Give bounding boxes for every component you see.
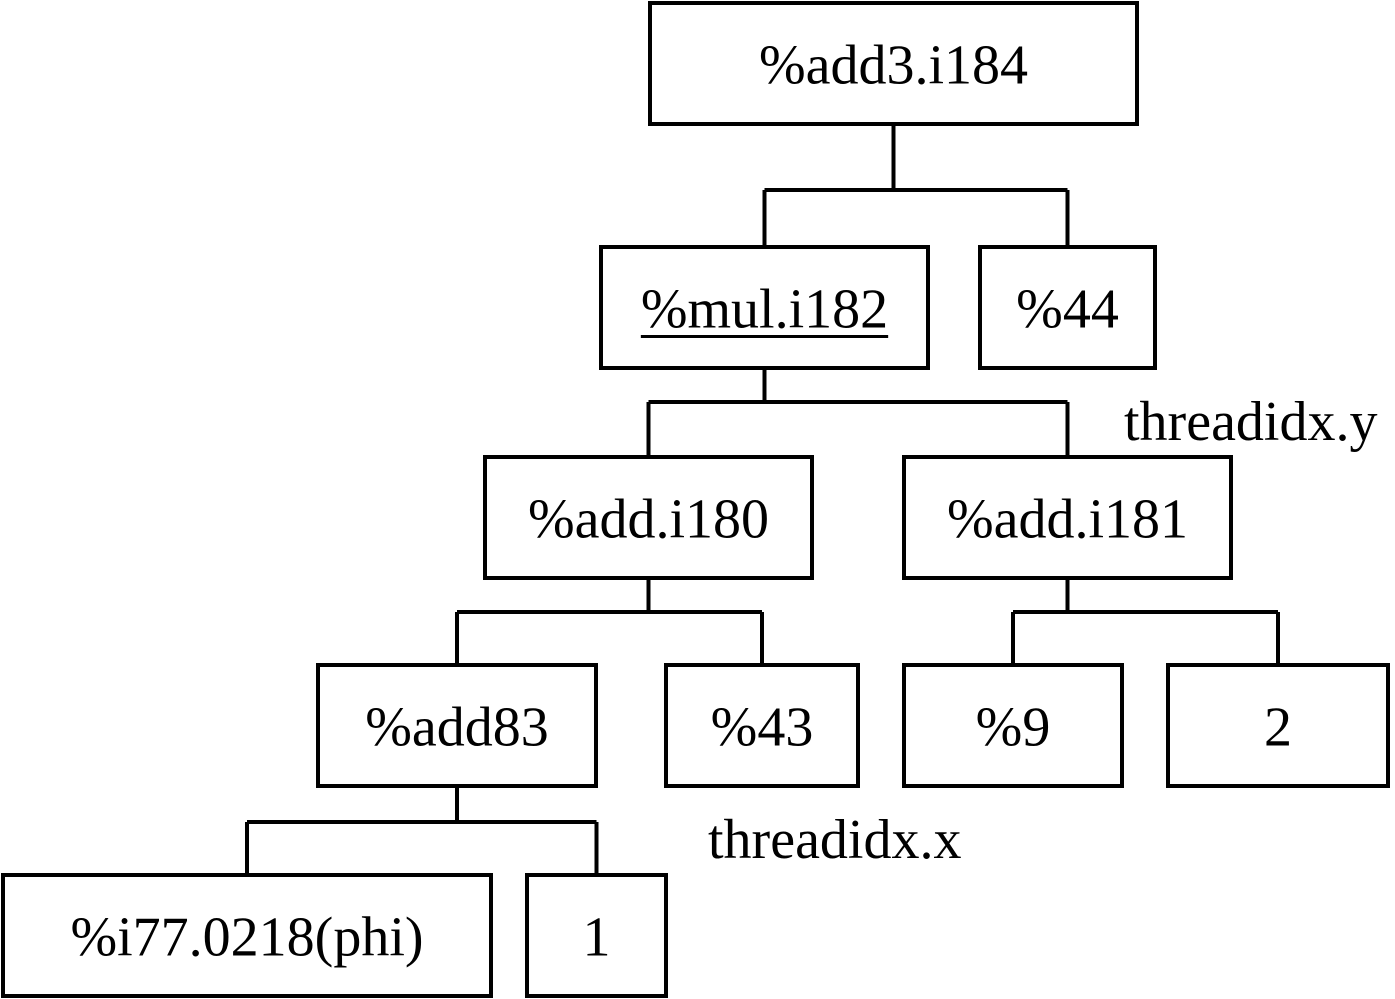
node-box <box>316 663 598 788</box>
node-box <box>483 455 814 580</box>
node-box <box>664 663 860 788</box>
node-label: 1 <box>583 907 611 969</box>
node-label: %44 <box>1016 279 1119 341</box>
node-add83: %add83 <box>316 663 598 788</box>
node-label: %add3.i184 <box>759 35 1028 97</box>
node-label: %9 <box>976 697 1051 759</box>
node-add3-i184: %add3.i184 <box>648 1 1139 126</box>
node-box <box>648 1 1139 126</box>
threadidx-y-annotation: threadidx.y <box>1124 391 1378 453</box>
node-c2: 2 <box>1166 663 1390 788</box>
node-add-i181: %add.i181 <box>902 455 1233 580</box>
node-v9: %9 <box>902 663 1124 788</box>
node-v44: %44 <box>978 245 1157 370</box>
node-mul-i182: %mul.i182 <box>599 245 930 370</box>
tree-edges <box>245 124 1280 875</box>
node-label: %mul.i182 <box>641 279 888 341</box>
node-i77-phi: %i77.0218(phi) <box>1 873 493 998</box>
node-box <box>525 873 668 998</box>
node-label: %i77.0218(phi) <box>70 907 423 969</box>
node-box <box>1166 663 1390 788</box>
node-label: %add.i181 <box>947 489 1188 551</box>
node-add-i180: %add.i180 <box>483 455 814 580</box>
node-box <box>1 873 493 998</box>
threadidx-x-annotation: threadidx.x <box>708 809 962 871</box>
node-label: %43 <box>711 697 814 759</box>
node-box <box>902 455 1233 580</box>
node-box <box>978 245 1157 370</box>
node-c1: 1 <box>525 873 668 998</box>
node-label: %add83 <box>365 697 549 759</box>
node-v43: %43 <box>664 663 860 788</box>
node-label: %add.i180 <box>528 489 769 551</box>
node-box <box>599 245 930 370</box>
node-box <box>902 663 1124 788</box>
node-label: 2 <box>1264 697 1292 759</box>
